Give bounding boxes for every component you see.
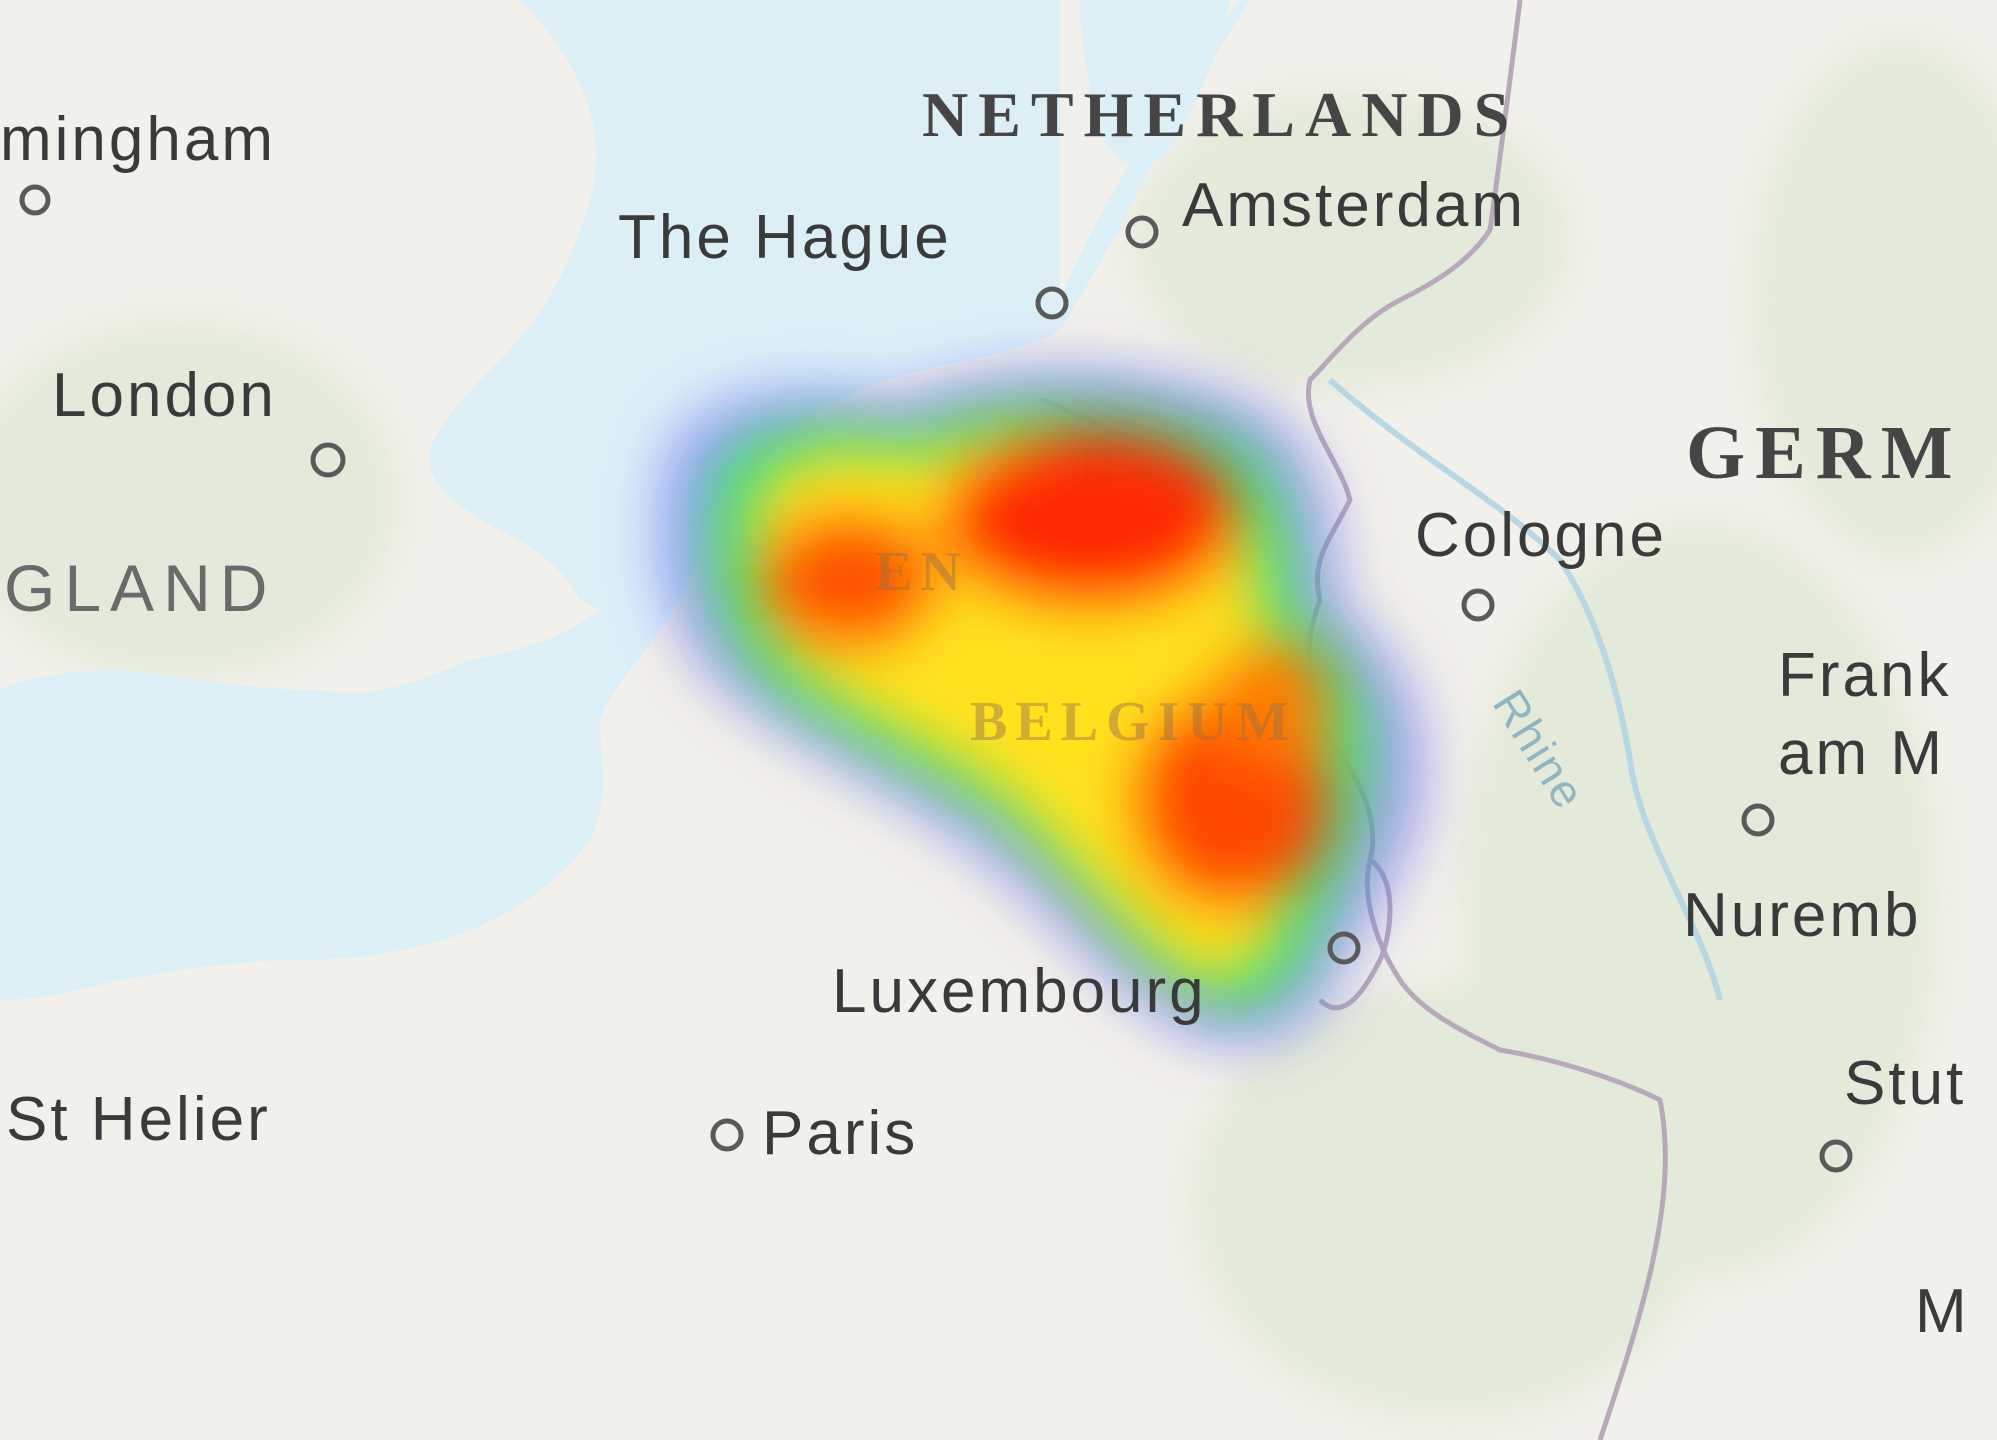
label-belgium: BELGIUM (970, 691, 1297, 753)
label-stuttgart: Stut (1844, 1049, 1967, 1118)
label-frankfurt-2: am M (1778, 719, 1945, 788)
label-ghost-north: EN (875, 541, 969, 603)
marker-luxembourg (1327, 931, 1361, 965)
marker-paris (710, 1118, 744, 1152)
heatmap-core (750, 430, 1330, 979)
label-london: London (52, 361, 277, 430)
label-frankfurt-1: Frank (1778, 641, 1952, 710)
ijsselmeer (1080, 0, 1230, 165)
north-sea (0, 0, 1250, 1000)
marker-stuttgart (1819, 1139, 1853, 1173)
label-st-helier: St Helier (6, 1085, 271, 1154)
city-markers (19, 184, 1853, 1173)
label-netherlands: NETHERLANDS (922, 79, 1520, 150)
label-cologne: Cologne (1415, 501, 1667, 570)
label-the-hague: The Hague (618, 203, 952, 272)
label-luxembourg: Luxembourg (832, 957, 1207, 1026)
terrain-patches (0, 40, 1997, 1420)
label-amsterdam: Amsterdam (1182, 171, 1526, 240)
label-paris: Paris (762, 1099, 919, 1168)
thames-estuary (429, 0, 1060, 610)
label-germany: GERM (1686, 411, 1963, 495)
label-england: GLAND (4, 551, 277, 625)
marker-frankfurt (1741, 803, 1775, 837)
label-birmingham: mingham (0, 105, 276, 174)
label-nuremberg: Nuremb (1683, 881, 1922, 950)
marker-london (310, 442, 346, 478)
label-munich: M (1915, 1277, 1970, 1346)
marker-cologne (1461, 588, 1495, 622)
marker-amsterdam (1125, 215, 1159, 249)
marker-the-hague (1035, 286, 1069, 320)
marker-birmingham (19, 184, 51, 216)
